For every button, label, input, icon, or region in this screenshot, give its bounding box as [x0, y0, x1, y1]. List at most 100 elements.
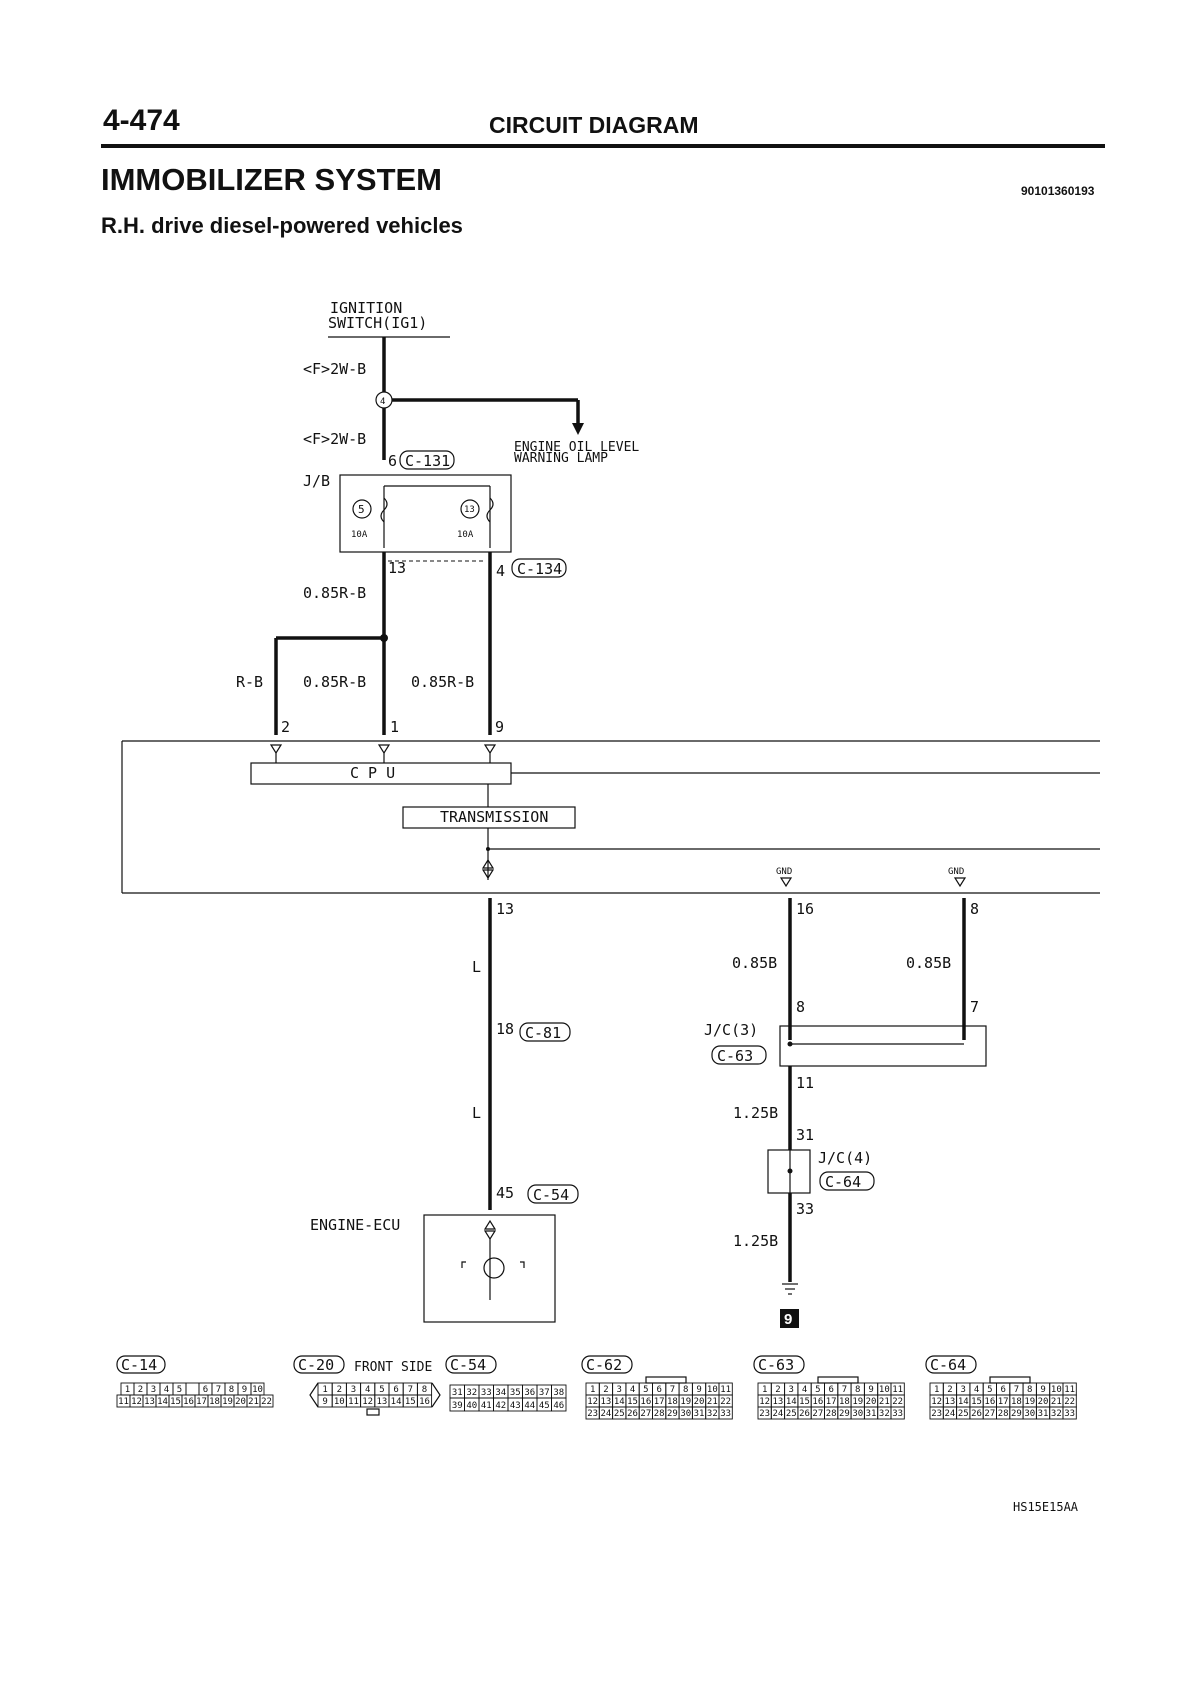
- jc3-pin-7: 7: [970, 998, 979, 1016]
- io-arrow-up: [481, 858, 495, 869]
- c64-pin-number: 28: [998, 1409, 1009, 1419]
- c62-pin-number: 24: [601, 1409, 612, 1419]
- c14-label-box: [116, 1355, 166, 1374]
- c62-pin-number: 29: [667, 1409, 678, 1419]
- ecu-transistor-icon: [483, 1257, 505, 1279]
- c14-pin-number: 14: [157, 1397, 168, 1407]
- c63-pin-number: 10: [879, 1385, 890, 1395]
- c62-pin-number: 6: [656, 1385, 661, 1395]
- c63-pin-number: 29: [839, 1409, 850, 1419]
- section-title: CIRCUIT DIAGRAM: [489, 112, 699, 138]
- pin-13-out: 13: [496, 900, 514, 918]
- c54-pin-number: 32: [466, 1388, 477, 1398]
- c63-label: C-63: [758, 1356, 794, 1374]
- fuse-13-rating: 10A: [457, 530, 474, 540]
- c20-pin-number: 15: [405, 1397, 416, 1407]
- c20-pin-number: 9: [322, 1397, 327, 1407]
- c62-pin-number: 10: [707, 1385, 718, 1395]
- c63-pin-number: 33: [892, 1409, 903, 1419]
- c54-pin-number: 43: [510, 1401, 521, 1411]
- c54-pin-number: 39: [452, 1401, 463, 1411]
- c14-pin-number: 10: [252, 1385, 263, 1395]
- fuse-13-icon: [486, 497, 494, 523]
- c62-pin-number: 13: [601, 1397, 612, 1407]
- c62-pin-number: 22: [720, 1397, 731, 1407]
- c64-pin-number: 23: [931, 1409, 942, 1419]
- page-title: IMMOBILIZER SYSTEM: [101, 162, 442, 197]
- c20-pin-number: 12: [362, 1397, 373, 1407]
- jc4-pin-33: 33: [796, 1200, 814, 1218]
- c14-pin-number: 3: [151, 1385, 156, 1395]
- c20-pin-number: 7: [408, 1385, 413, 1395]
- jb-pin-4: 4: [496, 562, 505, 580]
- c64-pin-number: 32: [1051, 1409, 1062, 1419]
- c54-pin-number: 41: [481, 1401, 492, 1411]
- pin-2: 2: [281, 718, 290, 736]
- connector-c134-box: [511, 558, 567, 578]
- gnd-arrow-b: [953, 877, 967, 888]
- io-arrow-down: [481, 869, 495, 880]
- c62-pin-number: 26: [627, 1409, 638, 1419]
- c20-pin-number: 1: [322, 1385, 327, 1395]
- engine-ecu-label: ENGINE-ECU: [310, 1216, 400, 1234]
- c64-pin-number: 1: [934, 1385, 939, 1395]
- wire-label-l-b: L: [472, 1104, 481, 1122]
- c20-pin-number: 3: [351, 1385, 356, 1395]
- c64-pin-number: 16: [984, 1397, 995, 1407]
- c20-right-edge: [431, 1382, 441, 1408]
- jc4-pin-31: 31: [796, 1126, 814, 1144]
- c54-label-box: [445, 1355, 497, 1374]
- c14-pin-number: 2: [138, 1385, 143, 1395]
- c63-pin-number: 30: [852, 1409, 863, 1419]
- junction-block: [339, 474, 512, 553]
- c63-pin-number: 32: [879, 1409, 890, 1419]
- c20-pin-number: 13: [376, 1397, 387, 1407]
- connector-c64-box: [819, 1171, 875, 1191]
- c14-pin-number: 15: [170, 1397, 181, 1407]
- c54-pin-number: 40: [466, 1401, 477, 1411]
- engine-oil-lamp-label-2: WARNING LAMP: [514, 451, 608, 466]
- c14-pin-number: 4: [164, 1385, 169, 1395]
- c63-pin-number: 19: [852, 1397, 863, 1407]
- c14-pin-cell: [185, 1382, 200, 1396]
- c64-pin-number: 4: [974, 1385, 979, 1395]
- c62-pin-number: 30: [680, 1409, 691, 1419]
- jb-label: J/B: [303, 472, 330, 490]
- pin-8: 8: [970, 900, 979, 918]
- connector-c54: C-54: [533, 1186, 569, 1204]
- connector-c63-box: [711, 1045, 767, 1065]
- c63-pin-number: 31: [866, 1409, 877, 1419]
- c54-pin-number: 45: [539, 1401, 550, 1411]
- c62-pin-number: 31: [694, 1409, 705, 1419]
- c54-pin-number: 35: [510, 1388, 521, 1398]
- c20-pin-number: 14: [391, 1397, 402, 1407]
- c14-pin-number: 22: [261, 1397, 272, 1407]
- pin-9: 9: [495, 718, 504, 736]
- c62-pin-number: 32: [707, 1409, 718, 1419]
- c14-pin-number: 5: [177, 1385, 182, 1395]
- connector-views: C-14 C-20 FRONT SIDE C-54 C-62 C-63 C-64…: [116, 1355, 1077, 1420]
- fuse-5-icon: [380, 497, 388, 523]
- c64-pin-number: 9: [1040, 1385, 1045, 1395]
- document-number: 90101360193: [1021, 184, 1095, 198]
- c14-pin-number: 13: [144, 1397, 155, 1407]
- c63-pin-number: 28: [826, 1409, 837, 1419]
- c64-pin-number: 15: [971, 1397, 982, 1407]
- pin-18: 18: [496, 1020, 514, 1038]
- c54-pin-cell: [551, 1397, 567, 1412]
- jc3-label: J/C(3): [704, 1021, 758, 1039]
- c62-pin-number: 17: [654, 1397, 665, 1407]
- c63-pin-number: 22: [892, 1397, 903, 1407]
- c64-label-box: [925, 1355, 977, 1374]
- c63-pin-number: 12: [759, 1397, 770, 1407]
- c54-pin-number: 42: [495, 1401, 506, 1411]
- c64-pin-number: 31: [1038, 1409, 1049, 1419]
- c62-pin-number: 15: [627, 1397, 638, 1407]
- c62-pin-number: 28: [654, 1409, 665, 1419]
- ground-reference-number: 9: [784, 1311, 792, 1328]
- input-arrow-9: [483, 744, 497, 755]
- c62-pin-number: 11: [720, 1385, 731, 1395]
- c14-pin-number: 21: [248, 1397, 259, 1407]
- c63-pin-number: 16: [812, 1397, 823, 1407]
